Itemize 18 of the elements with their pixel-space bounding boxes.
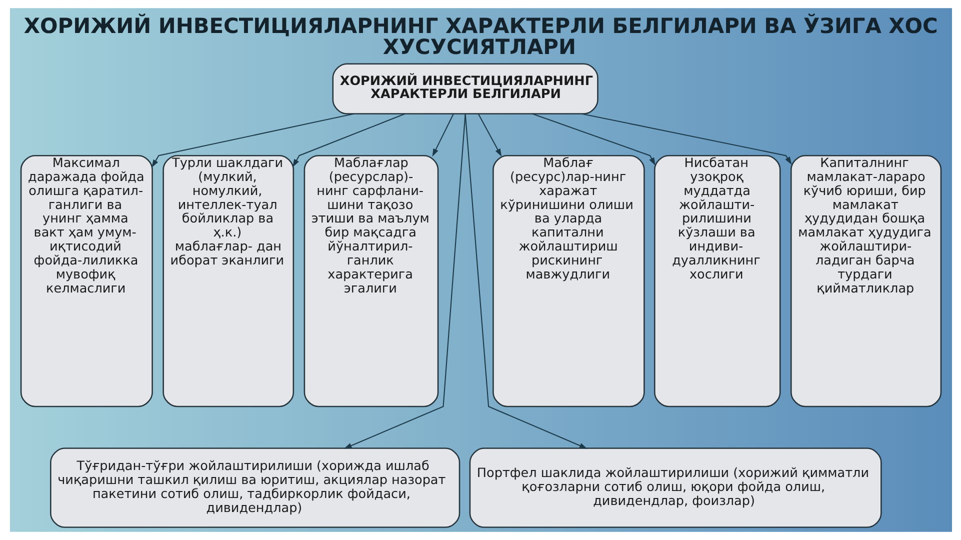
node-box: Максимал даражада фойда олишга қаратил- ганлиги ва унинг ҳамма вакт ҳам умум- иқтисодий фойда-лиликка мувофиқ келмаслиги <box>20 154 152 408</box>
arrow <box>432 114 454 157</box>
node-box: Турли шаклдаги (мулкий, номулкий, интеллек-туал бойликлар ва ҳ.к.) маблағлар- дан иборат эканлиги <box>162 154 294 408</box>
arrow <box>151 113 354 168</box>
node-box: Портфел шаклида жойлаштирилиши (хорижий қимматли қоғозларни сотиб олиш, юқори фойда олиш, дивидендлар, фоизлар) <box>468 448 882 528</box>
node-box: Капиталнинг мамлакат-лараро кўчиб юриши, бир мамлакат ҳудудидан бошқа мамлакат ҳудудига жойлаштири- ладиган барча турдаги қийматликлар <box>790 154 942 408</box>
node-box: Нисбатан узоқроқ муддатда жойлашти- рилишини кўзлаши ва индиви- дуалликнинг хослиги <box>654 154 780 408</box>
arrow <box>464 114 587 449</box>
arrow <box>532 113 655 166</box>
diagram-title: ХОРИЖИЙ ИНВЕСТИЦИЯЛАРНИНГ ХАРАКТЕРЛИ БЕЛГИЛАРИ ВА ЎЗИГА ХОС ХУСУСИЯТЛАРИ <box>23 14 938 59</box>
node-box: Маблағлар (ресурслар)- нинг сарфлани- шини тақозо этиши ва маълум бир мақсадга йўналтирил- ганлик характерига эгалиги <box>303 154 438 408</box>
arrow <box>581 113 792 165</box>
node-box: ХОРИЖИЙ ИНВЕСТИЦИЯЛАРНИНГ ХАРАКТЕРЛИ БЕЛГИЛАРИ <box>332 63 598 114</box>
arrow <box>343 114 466 449</box>
node-box: Маблағ (ресурс)лар-нинг харажат кўринишини олиши ва уларда капитални жойлаштириш рискининг мавжудлиги <box>492 154 644 408</box>
node-box: Тўғридан-тўғри жойлаштирилиши (хорижда ишлаб чиқаришни ташкил қилиш ва юритиш, акциялар назорат пакетини сотиб олиш, тадбиркорлик фойдаси, дивидендлар) <box>50 448 460 528</box>
arrow <box>477 114 502 157</box>
arrow <box>292 113 405 168</box>
